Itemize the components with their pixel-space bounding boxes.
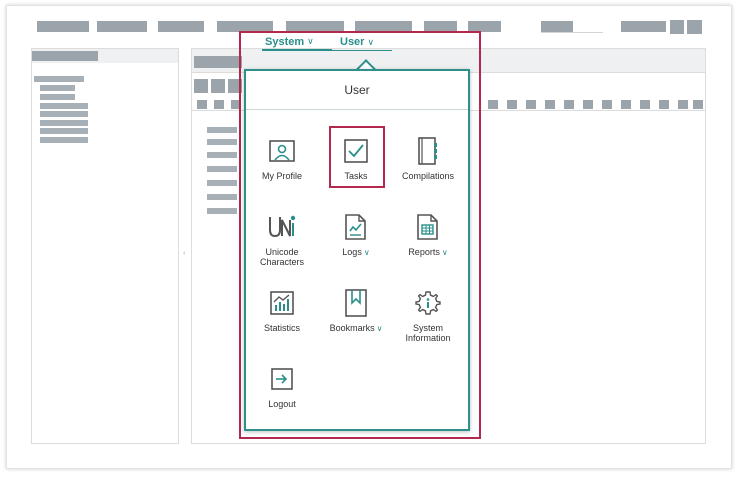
- nav-placeholder: [286, 21, 344, 32]
- tab-placeholder: [526, 100, 536, 109]
- tree-item-placeholder: [34, 76, 84, 82]
- chevron-down-icon: ∨: [367, 36, 375, 47]
- menu-item-tasks[interactable]: Tasks: [318, 137, 394, 209]
- dropdown-title: User: [344, 83, 370, 97]
- menu-item-label-wrap: Bookmarks∨: [330, 323, 383, 334]
- unicode-icon: [268, 213, 296, 241]
- top-menu: System ∨ User ∨: [262, 34, 392, 52]
- tab-placeholder: [214, 100, 224, 109]
- toolbar-placeholder: [228, 79, 242, 93]
- chevron-down-icon: ∨: [441, 248, 448, 257]
- user-dropdown-menu: User My Profile Tasks Compilations Unico…: [244, 69, 470, 431]
- row-placeholder: [207, 180, 237, 186]
- menu-item-label-wrap: Reports∨: [408, 247, 447, 258]
- tab-placeholder: [583, 100, 593, 109]
- tab-placeholder: [693, 100, 703, 109]
- left-panel-title-placeholder: [32, 51, 98, 61]
- nav-placeholder: [217, 21, 273, 32]
- menu-item-system-information[interactable]: System Information: [390, 289, 466, 361]
- menu-item-label: My Profile: [261, 171, 302, 181]
- system-menu-button[interactable]: System ∨: [262, 34, 332, 51]
- user-menu-button[interactable]: User ∨: [332, 34, 392, 51]
- chevron-down-icon: ∨: [307, 36, 314, 46]
- tab-placeholder: [602, 100, 612, 109]
- menu-item-label: Compilations: [401, 171, 455, 181]
- logs-icon: [342, 213, 370, 241]
- user-menu-label: User: [340, 36, 365, 48]
- menu-item-statistics[interactable]: Statistics: [244, 289, 320, 361]
- menu-item-label: Logs: [342, 247, 362, 257]
- nav-placeholder: [687, 20, 702, 34]
- menu-item-label-wrap: Logs∨: [342, 247, 369, 258]
- menu-item-bookmarks[interactable]: Bookmarks∨: [318, 289, 394, 361]
- tree-item-placeholder: [40, 120, 88, 126]
- system-menu-label: System: [265, 35, 305, 48]
- nav-placeholder: [468, 21, 501, 32]
- nav-placeholder: [355, 21, 412, 32]
- tab-placeholder: [231, 100, 241, 109]
- menu-item-label: Reports: [408, 247, 440, 257]
- tab-placeholder: [640, 100, 650, 109]
- tab-placeholder: [659, 100, 669, 109]
- menu-item-my-profile[interactable]: My Profile: [244, 137, 320, 209]
- row-placeholder: [207, 152, 237, 158]
- collapse-handle-icon[interactable]: ‹: [183, 250, 186, 257]
- gear-icon: [414, 289, 442, 317]
- row-placeholder: [207, 139, 237, 145]
- tab-placeholder: [678, 100, 688, 109]
- chevron-down-icon: ∨: [376, 324, 383, 333]
- nav-placeholder: [97, 21, 147, 32]
- nav-placeholder: [37, 21, 89, 32]
- menu-item-logout[interactable]: Logout: [244, 365, 320, 437]
- tree-item-placeholder: [40, 94, 75, 100]
- menu-item-label: Logout: [268, 399, 296, 409]
- row-placeholder: [207, 166, 237, 172]
- statistics-icon: [268, 289, 296, 317]
- nav-placeholder: [424, 21, 457, 32]
- tab-placeholder: [621, 100, 631, 109]
- menu-item-label: System Information: [405, 323, 451, 343]
- search-placeholder: [541, 21, 573, 32]
- tree-item-placeholder: [40, 85, 75, 91]
- tab-placeholder: [545, 100, 555, 109]
- tab-placeholder: [564, 100, 574, 109]
- menu-item-reports[interactable]: Reports∨: [390, 213, 466, 285]
- reports-icon: [414, 213, 442, 241]
- bookmarks-icon: [342, 289, 370, 317]
- logout-icon: [268, 365, 296, 393]
- tasks-icon: [342, 137, 370, 165]
- toolbar-placeholder: [194, 79, 208, 93]
- profile-icon: [268, 137, 296, 165]
- main-header-placeholder: [194, 56, 242, 68]
- menu-item-logs[interactable]: Logs∨: [318, 213, 394, 285]
- menu-item-label: Unicode Characters: [259, 247, 304, 267]
- row-placeholder: [207, 194, 237, 200]
- nav-placeholder: [670, 20, 684, 34]
- tab-placeholder: [507, 100, 517, 109]
- tree-item-placeholder: [40, 103, 88, 109]
- selected-item-highlight: [329, 126, 385, 188]
- dropdown-divider: [246, 109, 468, 110]
- tree-item-placeholder: [40, 137, 88, 143]
- chevron-down-icon: ∨: [363, 248, 370, 257]
- menu-item-label: Statistics: [263, 323, 300, 333]
- nav-placeholder: [621, 21, 666, 32]
- highlight-callout: [239, 31, 481, 439]
- menu-item-unicode-characters[interactable]: Unicode Characters: [244, 213, 320, 285]
- toolbar-placeholder: [211, 79, 225, 93]
- search-underline: [541, 32, 603, 33]
- tree-item-placeholder: [40, 128, 88, 134]
- menu-item-label: Tasks: [344, 171, 368, 181]
- tab-placeholder: [488, 100, 498, 109]
- menu-item-label: Bookmarks: [329, 323, 375, 333]
- row-placeholder: [207, 127, 237, 133]
- menu-item-compilations[interactable]: Compilations: [390, 137, 466, 209]
- nav-placeholder: [158, 21, 204, 32]
- tab-placeholder: [197, 100, 207, 109]
- compilations-icon: [414, 137, 442, 165]
- tree-item-placeholder: [40, 111, 88, 117]
- row-placeholder: [207, 208, 237, 214]
